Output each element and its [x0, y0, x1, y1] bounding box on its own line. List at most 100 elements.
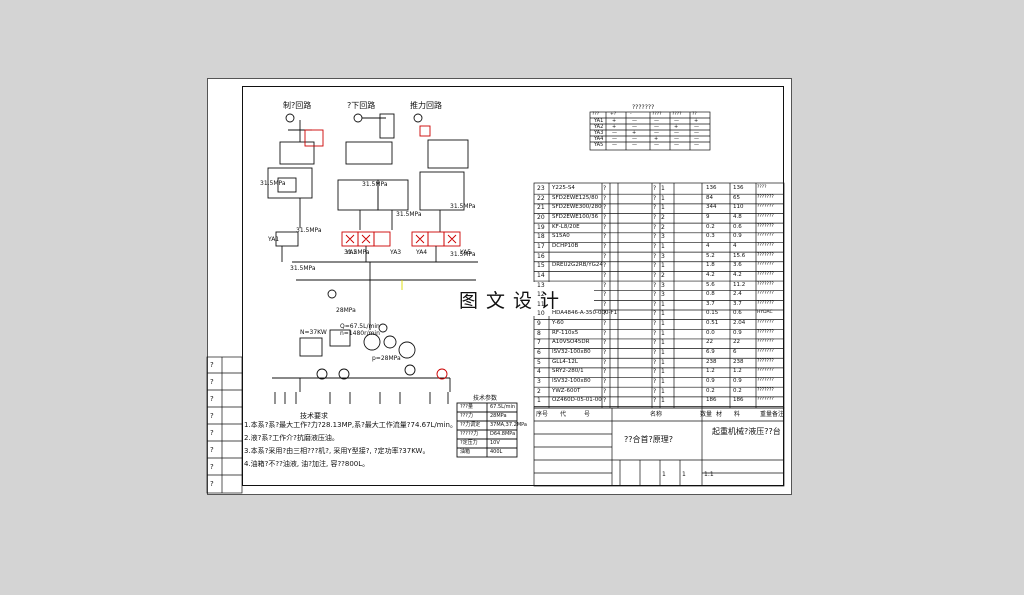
bom-row-note: ????	[757, 185, 767, 190]
bom-row-weight: 0.15	[706, 310, 719, 317]
bom-row-no: 4	[537, 368, 541, 376]
bom-row-total: 22	[733, 339, 740, 346]
valve-table-cell: —	[674, 118, 679, 124]
bom-row-note: ???????	[757, 378, 774, 383]
bom-row-qty: 2	[661, 223, 665, 231]
valve-table-cell: —	[632, 142, 637, 148]
bom-row-weight: 0.2	[706, 387, 715, 394]
bom-row-qty: 1	[661, 194, 665, 202]
bom-row-qty: 1	[661, 185, 665, 192]
bom-row-qty: 1	[661, 262, 665, 270]
bom-row-total: 0.9	[733, 378, 742, 384]
tech-requirement: 1.本系?系?最大工作?力?28.13MP,系?最大工作流量?74.67L/mi…	[244, 421, 457, 429]
bom-row-name: ?	[603, 358, 607, 366]
bom-row-code: KF-L8/20E	[552, 223, 580, 230]
bom-row-total: 238	[733, 358, 744, 365]
valve-table-cell: YA2	[594, 124, 604, 130]
bom-row-code: Y225-S4	[552, 185, 575, 191]
valve-table-cell: —	[612, 142, 617, 148]
pressure-label: 31.5MPa	[450, 251, 476, 258]
bom-header-cell: 序号	[536, 411, 549, 418]
valve-table-cell: —	[632, 118, 637, 124]
pressure-label: 31.5MPa	[396, 211, 422, 218]
bom-row-name: ?	[653, 271, 657, 279]
bom-row-total: 0.9	[733, 329, 742, 336]
bom-row-no: 3	[537, 378, 541, 385]
bom-row-weight: 0.51	[706, 320, 719, 327]
bom-row-qty: 3	[661, 252, 665, 260]
bom-row-name: ?	[653, 185, 657, 192]
bom-row-note: ???????	[757, 300, 774, 306]
revision-strip-cell: ?	[210, 412, 214, 420]
revision-strip-cell: ?	[210, 395, 214, 403]
bom-row-name: ?	[653, 291, 657, 299]
bom-row-no: 13	[537, 281, 545, 289]
bom-row-no: 22	[537, 194, 545, 202]
bom-row-name: ?	[603, 291, 607, 299]
bom-header-cell: 名称	[650, 411, 663, 418]
bom-row-name: ?	[603, 310, 607, 318]
bom-row-code: SFD2EWE125/80	[552, 194, 599, 201]
bom-row-code: HDA4846-A-350-000-F1	[552, 310, 618, 317]
bom-row-weight: 0.9	[706, 378, 715, 384]
param-name: ??力调定	[460, 422, 481, 428]
bom-row-name: ?	[603, 378, 607, 385]
bom-row-name: ?	[603, 213, 607, 221]
bom-row-no: 9	[537, 320, 541, 328]
bom-row-qty: 1	[661, 349, 665, 357]
bom-row-name: ?	[653, 358, 657, 366]
bom-row-name: ?	[603, 281, 607, 289]
bom-row-name: ?	[603, 223, 607, 231]
bom-row-note: ???????	[757, 358, 774, 364]
bom-row-total: 110	[733, 204, 744, 211]
bom-row-no: 6	[537, 349, 541, 357]
bom-row-note: ???????	[757, 233, 774, 239]
revision-strip-cell: ?	[210, 446, 214, 454]
bom-row-total: 15.6	[733, 252, 746, 259]
bom-row-no: 10	[537, 310, 545, 318]
valve-table-cell: —	[694, 136, 699, 142]
revision-strip-cell: ?	[210, 463, 214, 471]
param-name: 油箱	[460, 449, 471, 455]
valve-table-header: +?	[610, 112, 617, 117]
bom-row-no: 2	[537, 387, 541, 395]
bom-row-total: 6	[733, 349, 737, 356]
tech-requirements-heading: 技术要求	[300, 412, 328, 420]
solenoid-label: YA2	[346, 249, 358, 256]
valve-table-cell: —	[612, 130, 617, 136]
bom-row-qty: 1	[661, 300, 665, 308]
bom-row-no: 5	[537, 358, 541, 366]
bom-row-name: ?	[603, 339, 607, 347]
bom-row-code: SFD2EWE100/36	[552, 213, 599, 220]
bom-row-total: 4	[733, 242, 737, 249]
bom-row-name: ?	[603, 185, 607, 192]
bom-row-note: ???????	[757, 368, 774, 374]
bom-row-note: ???????	[757, 242, 774, 248]
valve-table-cell: —	[654, 124, 659, 130]
valve-table-header: ????	[672, 112, 682, 117]
bom-row-code: SRY2-280/1	[552, 368, 584, 375]
bom-row-no: 17	[537, 242, 545, 250]
tech-requirement: 3.本系?采用?由三相???机?, 采用Y型接?, ?定功率?37KW。	[244, 447, 430, 455]
bom-row-total: 2.04	[733, 320, 746, 327]
bom-row-no: 16	[537, 252, 545, 260]
bom-row-name: ?	[653, 378, 657, 385]
valve-table-cell: —	[694, 124, 699, 130]
bom-row-name: ?	[603, 262, 607, 270]
bom-row-name: ?	[653, 204, 657, 212]
bom-row-note: ???????	[757, 281, 774, 287]
bom-header-cell: 数量	[700, 411, 713, 418]
bom-row-name: ?	[603, 387, 607, 395]
bom-row-weight: 238	[706, 358, 717, 365]
bom-row-weight: 6.9	[706, 349, 715, 356]
bom-row-no: 19	[537, 223, 545, 231]
bom-row-name: ?	[653, 339, 657, 347]
valve-table-cell: —	[632, 136, 637, 142]
bom-header-cell: 料	[734, 411, 741, 418]
bom-row-name: ?	[653, 387, 657, 395]
bom-row-qty: 1	[661, 368, 665, 376]
scale: 1:1	[704, 471, 714, 478]
bom-row-qty: 1	[661, 387, 665, 395]
valve-table-cell: —	[654, 130, 659, 136]
boost-circuit-title: 推力回路	[410, 101, 442, 110]
